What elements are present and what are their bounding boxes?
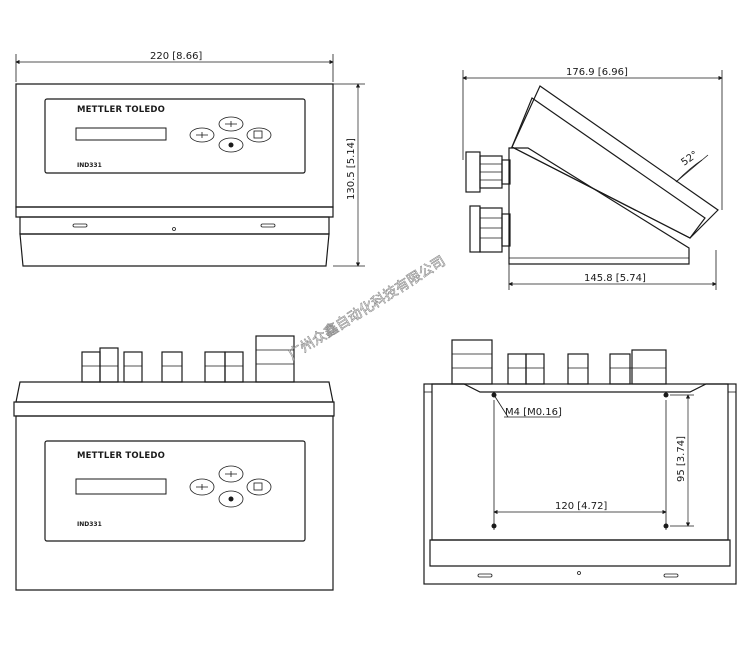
front-center-hole bbox=[172, 227, 176, 231]
top-function-key-dot bbox=[228, 496, 234, 502]
front-zero-key-glyph bbox=[196, 132, 208, 138]
side-angle-dimension: 52° bbox=[679, 149, 700, 168]
front-print-key-glyph bbox=[253, 130, 263, 139]
top-front-view: METTLER TOLEDO IND331 bbox=[13, 335, 335, 591]
bottom-center-hole bbox=[577, 571, 581, 575]
front-display-window bbox=[75, 127, 167, 141]
hole-spacing-vertical: 95 [3.74] bbox=[676, 436, 687, 482]
top-tare-key-glyph bbox=[225, 471, 237, 477]
front-keypad-panel bbox=[44, 98, 306, 174]
side-cable-glands bbox=[465, 151, 511, 253]
bottom-foot-slot-right bbox=[663, 573, 679, 578]
top-function-key-icon bbox=[218, 490, 244, 508]
bottom-outline bbox=[423, 383, 737, 585]
side-view: 176.9 [6.96] 145.8 [5.74] 52° bbox=[462, 67, 723, 290]
front-view: 220 [8.66] 130.5 [5.14] METTLER TOLEDO I… bbox=[15, 51, 365, 267]
top-zero-key-glyph bbox=[196, 484, 208, 490]
side-depth-dimension: 176.9 [6.96] bbox=[566, 67, 628, 78]
front-model-label: IND331 bbox=[77, 162, 102, 169]
front-foot-slot-right bbox=[260, 223, 276, 228]
company-watermark: 广州众鑫自动化科技有限公司 bbox=[285, 253, 448, 364]
front-zero-key-icon bbox=[189, 127, 215, 143]
bottom-cable-glands bbox=[451, 339, 667, 385]
side-bracket bbox=[508, 147, 690, 265]
front-height-dimension: 130.5 [5.14] bbox=[346, 138, 357, 200]
bottom-view: M4 [M0.16] 120 [4.72] 95 [3.74] bbox=[423, 339, 737, 585]
side-base-dimension: 145.8 [5.74] bbox=[584, 273, 646, 284]
bottom-foot-slot-left bbox=[477, 573, 493, 578]
hole-spacing-horizontal: 120 [4.72] bbox=[555, 501, 607, 512]
front-width-dimension: 220 [8.66] bbox=[150, 51, 202, 62]
front-brand-logo: METTLER TOLEDO bbox=[77, 105, 165, 115]
top-tare-key-icon bbox=[218, 465, 244, 483]
top-print-key-icon bbox=[246, 478, 272, 496]
top-model-label: IND331 bbox=[77, 521, 102, 528]
front-foot-slot-left bbox=[72, 223, 88, 228]
front-print-key-icon bbox=[246, 127, 272, 143]
top-display-window bbox=[75, 478, 167, 495]
front-tare-key-glyph bbox=[225, 121, 237, 127]
top-keypad-panel bbox=[44, 440, 306, 542]
front-function-key-dot bbox=[228, 142, 234, 148]
front-function-key-icon bbox=[218, 137, 244, 153]
top-cable-glands bbox=[81, 335, 295, 383]
hole-thread-dimension: M4 [M0.16] bbox=[505, 407, 562, 418]
front-tare-key-icon bbox=[218, 116, 244, 132]
top-zero-key-icon bbox=[189, 478, 215, 496]
top-print-key-glyph bbox=[253, 482, 263, 491]
mount-hole-top-right bbox=[663, 392, 669, 398]
top-brand-logo: METTLER TOLEDO bbox=[77, 451, 165, 461]
